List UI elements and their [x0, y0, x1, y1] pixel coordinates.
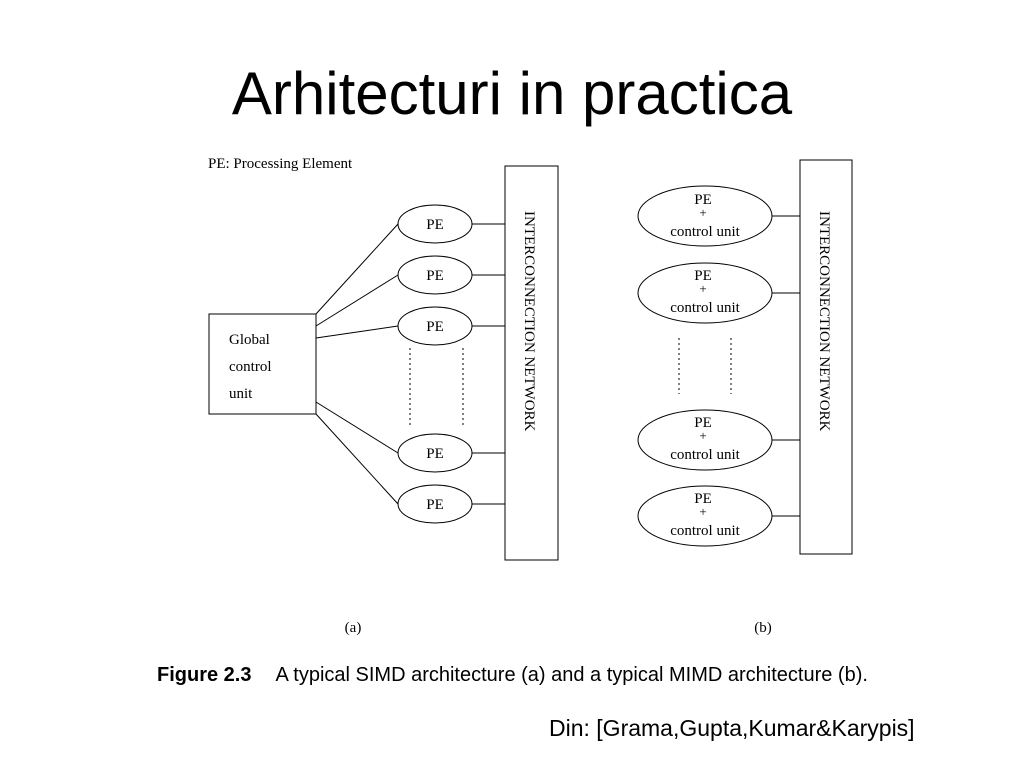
mimd-plus-label: + [699, 428, 706, 443]
simd-interconnection-network [504, 165, 559, 561]
mimd-interconnection-network [799, 159, 853, 555]
figure-caption: Figure 2.3 A typical SIMD architecture (a… [157, 664, 868, 687]
global-control-label-line3: unit [229, 386, 253, 402]
global-control-unit-box [208, 313, 317, 415]
global-control-label-line2: control [229, 359, 272, 375]
mimd-control-unit-label: control unit [670, 523, 740, 539]
control-line [315, 274, 399, 327]
mimd-pe-label: PE [694, 491, 712, 507]
global-control-label-line1: Global [229, 332, 270, 348]
control-line [315, 325, 399, 339]
mimd-control-unit-label: control unit [670, 224, 740, 240]
simd-pe-label: PE [426, 446, 444, 462]
simd-pe-label: PE [426, 268, 444, 284]
mimd-plus-label: + [699, 281, 706, 296]
mimd-control-unit-label: control unit [670, 447, 740, 463]
simd-network-label: INTERCONNECTION NETWORK [521, 211, 537, 432]
mimd-plus-label: + [699, 205, 706, 220]
pe-legend: PE: Processing Element [208, 156, 353, 172]
slide-title: Arhitecturi in practica [231, 60, 793, 127]
simd-pe-label: PE [426, 217, 444, 233]
figure-number: Figure 2.3 [157, 664, 252, 686]
control-line [315, 401, 399, 454]
mimd-control-unit-label: control unit [670, 300, 740, 316]
simd-pe-label: PE [426, 497, 444, 513]
panel-label-b: (b) [754, 620, 772, 636]
mimd-plus-label: + [699, 504, 706, 519]
panel-label-a: (a) [345, 620, 362, 636]
mimd-network-label: INTERCONNECTION NETWORK [816, 211, 832, 432]
source-citation: Din: [Grama,Gupta,Kumar&Karypis] [549, 715, 915, 741]
mimd-pe-label: PE [694, 268, 712, 284]
mimd-pe-label: PE [694, 415, 712, 431]
simd-pe-label: PE [426, 319, 444, 335]
mimd-pe-label: PE [694, 192, 712, 208]
figure-caption-text: A typical SIMD architecture (a) and a ty… [275, 664, 868, 686]
control-line [315, 223, 399, 315]
control-line [315, 413, 399, 505]
